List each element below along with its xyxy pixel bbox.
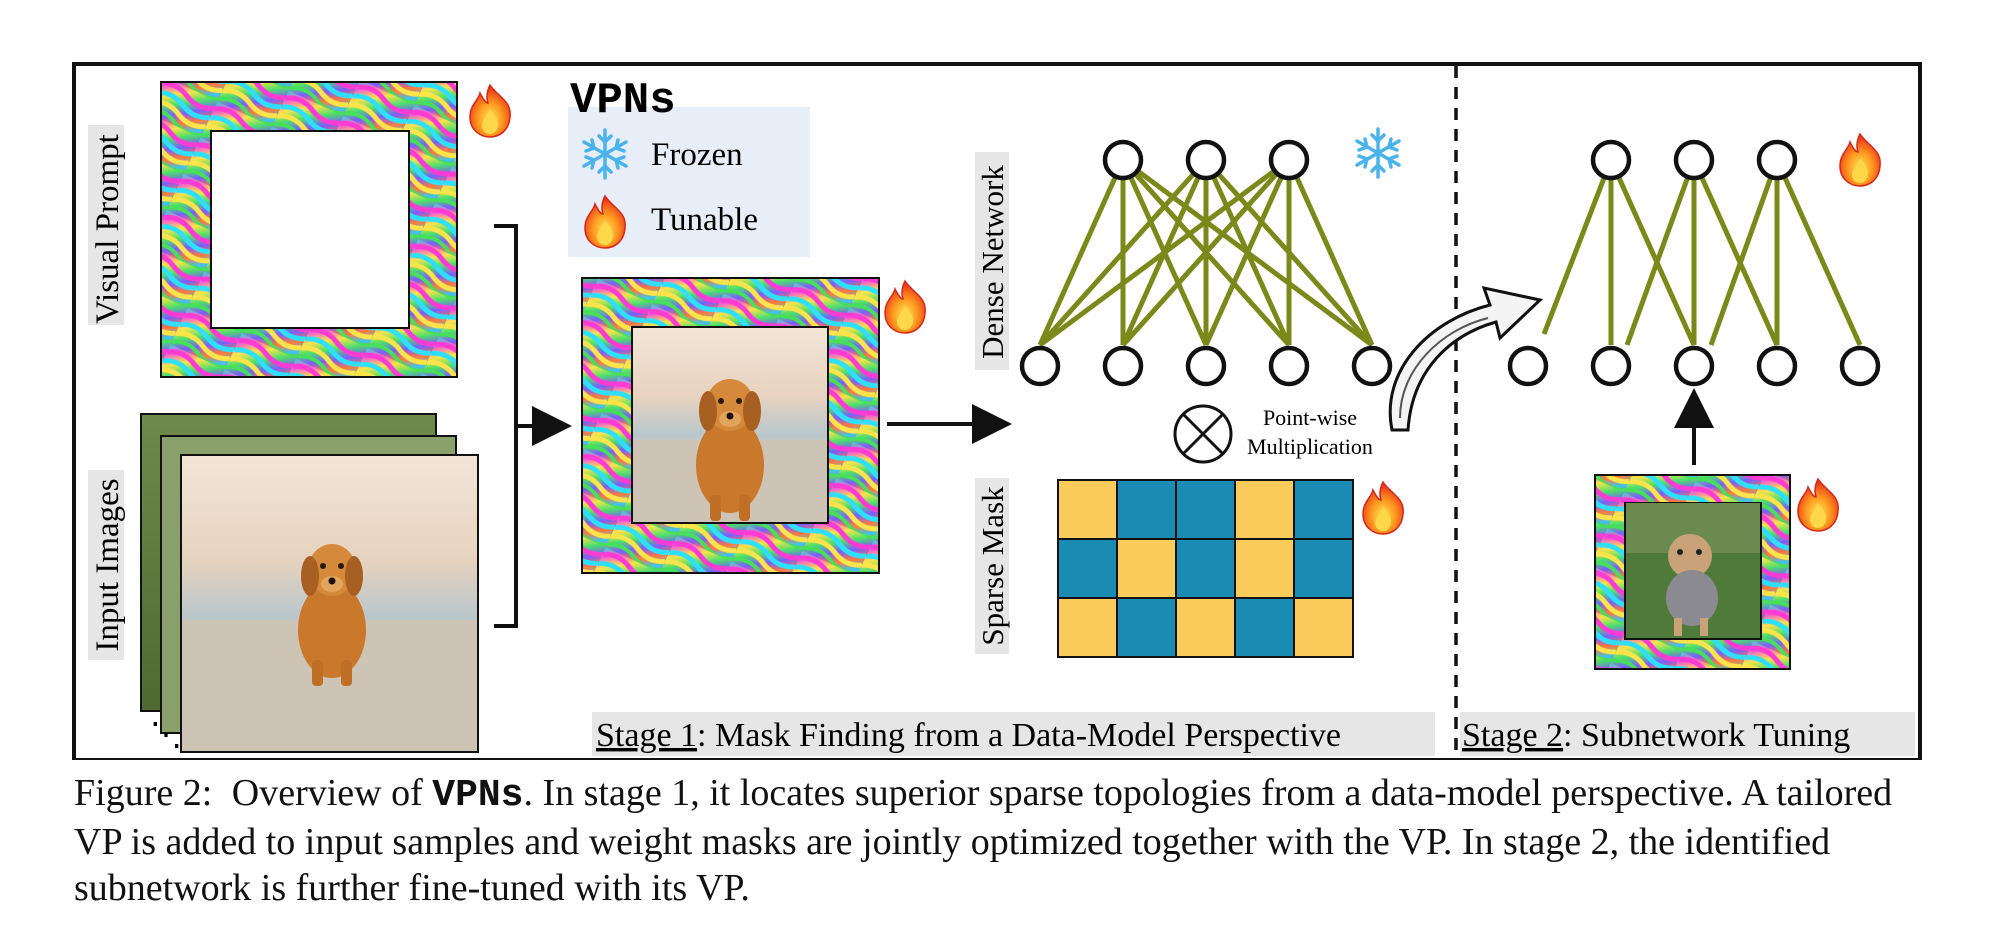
mask-cell: [1175, 538, 1236, 599]
mask-cell: [1057, 597, 1118, 658]
svg-text:Stage 2: Subnetwork Tuning: Stage 2: Subnetwork Tuning: [1462, 717, 1850, 754]
sparse-mask-label-bg: [975, 478, 1009, 654]
caption-pre: Overview of: [231, 772, 433, 814]
poodle-photo: [1666, 534, 1718, 636]
stage2-word: Stage 2: [1462, 717, 1563, 754]
subnetwork: [1507, 133, 1881, 387]
mask-cell: [1234, 479, 1295, 540]
mask-cell: [1293, 538, 1354, 599]
mask-cell: [1116, 538, 1177, 599]
fire-icon: [1839, 133, 1881, 187]
stage1-text: : Mask Finding from a Data-Model Perspec…: [697, 717, 1341, 754]
pointwise-label-line2: Multiplication: [1247, 434, 1373, 459]
mask-cell: [1175, 597, 1236, 658]
visual-prompt-hole: [210, 130, 410, 329]
subnetwork-nodes: [1507, 139, 1881, 387]
svg-text:Stage 1: Mask Finding from a D: Stage 1: Mask Finding from a Data-Model …: [596, 717, 1341, 754]
stage2-prompted-image: [1594, 474, 1839, 670]
sparse-mask-label: Sparse Mask: [975, 486, 1010, 646]
input-image-front: [180, 454, 479, 753]
dense-network: Dense Network: [975, 127, 1401, 387]
stage1-word: Stage 1: [596, 717, 697, 754]
mask-cell: [1175, 479, 1236, 540]
dense-network-label: Dense Network: [975, 165, 1010, 359]
caption-code: VPNs: [432, 774, 524, 817]
pointwise-multiplication: Point-wise Multiplication: [1173, 404, 1373, 464]
prompted-image: [581, 277, 926, 574]
mask-cell: [1234, 538, 1295, 599]
mask-cell: [1116, 597, 1177, 658]
dense-network-edges: [1037, 157, 1375, 348]
figure-border: [72, 62, 1922, 760]
stage1-label: Stage 1: Mask Finding from a Data-Model …: [592, 712, 1435, 756]
mask-cell: [1234, 597, 1295, 658]
sparse-mask-grid: [1057, 479, 1354, 658]
dense-network-nodes: [1019, 139, 1393, 387]
mask-cell: [1057, 479, 1118, 540]
visual-prompt-label-bg: [88, 125, 124, 325]
stage2-label: Stage 2: Subnetwork Tuning: [1460, 712, 1915, 756]
legend-frozen-label: Frozen: [651, 137, 743, 173]
fire-icon: [1797, 478, 1839, 532]
fire-icon: [884, 280, 926, 334]
mask-cell: [1116, 479, 1177, 540]
pointwise-label-line1: Point-wise: [1263, 405, 1357, 430]
figure-caption: Figure 2: Overview of VPNs. In stage 1, …: [74, 770, 1924, 911]
fire-icon: [1362, 481, 1404, 535]
input-bracket: [494, 224, 518, 628]
input-images-label: Input Images: [90, 478, 126, 651]
legend: VPNs Frozen Tunable: [568, 76, 810, 257]
stage-transition-arrow: [1388, 285, 1544, 432]
dense-network-label-bg: [975, 152, 1009, 370]
mask-cell: [1293, 479, 1354, 540]
snowflake-icon: [1355, 127, 1401, 179]
legend-tunable-label: Tunable: [651, 202, 758, 238]
input-images-label-bg: [88, 470, 124, 660]
subnetwork-edges: [1541, 158, 1863, 347]
sparse-mask: Sparse Mask: [975, 478, 1404, 658]
caption-text: . In stage 1, it locates superior sparse…: [74, 772, 1893, 909]
fire-icon: [469, 84, 511, 138]
visual-prompt-panel: Visual Prompt: [88, 81, 511, 378]
mask-cell: [1057, 538, 1118, 599]
legend-title: VPNs: [570, 76, 676, 126]
visual-prompt-label: Visual Prompt: [90, 134, 126, 324]
overview-figure: Visual Prompt ⋱ Input Images VPNs Frozen…: [72, 62, 1922, 760]
ellipsis-glyph: ⋱: [150, 716, 182, 752]
input-images-panel: ⋱ Input Images: [88, 413, 479, 753]
mask-cell: [1293, 597, 1354, 658]
caption-label: Figure 2:: [74, 772, 213, 814]
stage2-text: : Subnetwork Tuning: [1563, 717, 1850, 754]
